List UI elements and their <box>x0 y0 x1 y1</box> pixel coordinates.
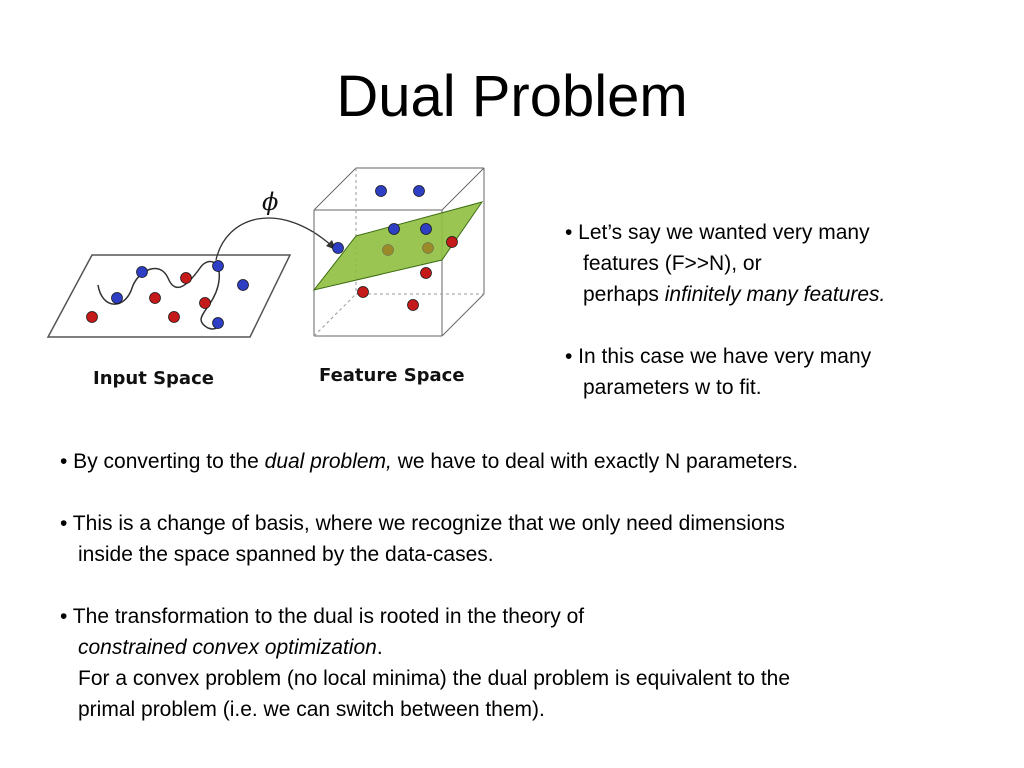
feature-space-label: Feature Space <box>319 365 465 386</box>
right-bullet-list: • Let’s say we wanted very many features… <box>565 217 1005 403</box>
input-point-blue <box>136 266 148 278</box>
feature-point-red <box>407 299 419 311</box>
feature-point-blue <box>420 223 432 235</box>
input-point-red <box>180 272 192 284</box>
input-space-boundary-curve <box>97 260 221 330</box>
mapping-arrow <box>215 217 333 261</box>
feature-point-red <box>357 286 369 298</box>
bullet-emphasis: dual problem, <box>264 450 392 473</box>
bullet-line: inside the space spanned by the data-cas… <box>78 543 494 566</box>
separating-hyperplane <box>312 201 484 291</box>
bullet-emphasis: infinitely many features. <box>664 283 886 306</box>
bullet-emphasis: constrained convex optimization <box>78 636 377 659</box>
input-point-blue <box>237 279 249 291</box>
phi-symbol: ϕ <box>262 188 278 216</box>
bullet-line: • This is a change of basis, where we re… <box>60 512 785 535</box>
body-bullet-list: • By converting to the dual problem, we … <box>60 446 1010 725</box>
feature-point-blue <box>413 185 425 197</box>
feature-point-olive <box>382 244 394 256</box>
bullet-line: • The transformation to the dual is root… <box>60 605 585 628</box>
input-point-blue <box>212 260 224 272</box>
feature-point-red <box>420 267 432 279</box>
bullet-text: we have to deal with exactly N parameter… <box>391 450 799 473</box>
bullet-line: • Let’s say we wanted very many <box>565 221 870 244</box>
feature-point-blue <box>375 185 387 197</box>
kernel-mapping-figure: ϕ Input Space Feature Space <box>46 167 485 389</box>
bullet-line: features (F>>N), or <box>583 252 762 275</box>
input-point-red <box>199 297 211 309</box>
feature-point-blue <box>388 223 400 235</box>
input-space-plane <box>46 254 292 338</box>
feature-point-olive <box>422 242 434 254</box>
bullet-line: constrained convex optimization. <box>60 632 1010 663</box>
bullet-line: parameters w to fit. <box>583 376 762 399</box>
feature-space-cube <box>313 167 485 337</box>
bullet-line: For a convex problem (no local minima) t… <box>78 667 791 690</box>
slide-title: Dual Problem <box>336 64 688 129</box>
bullet-line: primal problem (i.e. we can switch betwe… <box>78 698 545 721</box>
input-point-red <box>149 292 161 304</box>
input-point-blue <box>111 292 123 304</box>
bullet-line: • In this case we have very many <box>565 345 872 368</box>
bullet-line: • By converting to the dual problem, we … <box>60 446 1010 477</box>
input-point-blue <box>212 317 224 329</box>
input-point-red <box>86 311 98 323</box>
feature-point-blue <box>332 242 344 254</box>
bullet-line: perhaps infinitely many features. <box>565 279 1005 310</box>
bullet-text: • By converting to the <box>60 450 265 473</box>
feature-point-red <box>446 236 458 248</box>
input-point-red <box>168 311 180 323</box>
bullet-text: . <box>376 636 383 659</box>
bullet-text: perhaps <box>583 283 665 306</box>
input-space-label: Input Space <box>93 368 214 389</box>
